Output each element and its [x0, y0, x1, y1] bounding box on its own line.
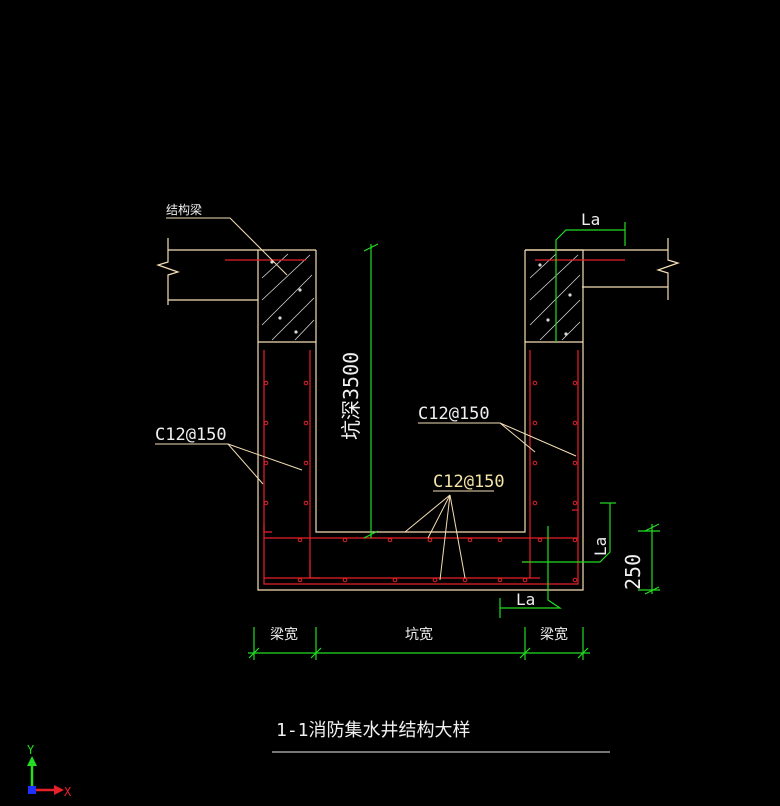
beam-concrete-hatch [261, 253, 581, 341]
anchorage-lines [499, 222, 626, 618]
pit-outline [156, 238, 680, 591]
anchorage-label-top: La [581, 210, 600, 229]
ucs-icon: Y X [27, 743, 72, 799]
leader-lines [155, 217, 577, 581]
ucs-y-label: Y [27, 743, 35, 757]
rebar-label-bottom: C12@150 [433, 472, 505, 492]
anchorage-label-bottom: La [516, 590, 535, 609]
rebar-label-left: C12@150 [155, 425, 227, 445]
drawing-title: 1-1消防集水井结构大样 [276, 720, 471, 741]
anchorage-label-right: La [591, 537, 610, 556]
slab-thickness-label: 250 [621, 554, 645, 590]
beam-width-left-label: 梁宽 [270, 626, 298, 643]
rebar-label-right: C12@150 [418, 404, 490, 424]
rebar-dots [263, 380, 578, 583]
structural-beam-label: 结构梁 [166, 202, 202, 217]
rebar-lines [225, 259, 625, 585]
pit-width-label: 坑宽 [405, 626, 433, 643]
ucs-x-label: X [64, 785, 72, 799]
beam-width-right-label: 梁宽 [540, 626, 568, 643]
dimension-lines [248, 243, 660, 660]
pit-depth-label: 坑深3500 [339, 352, 363, 440]
